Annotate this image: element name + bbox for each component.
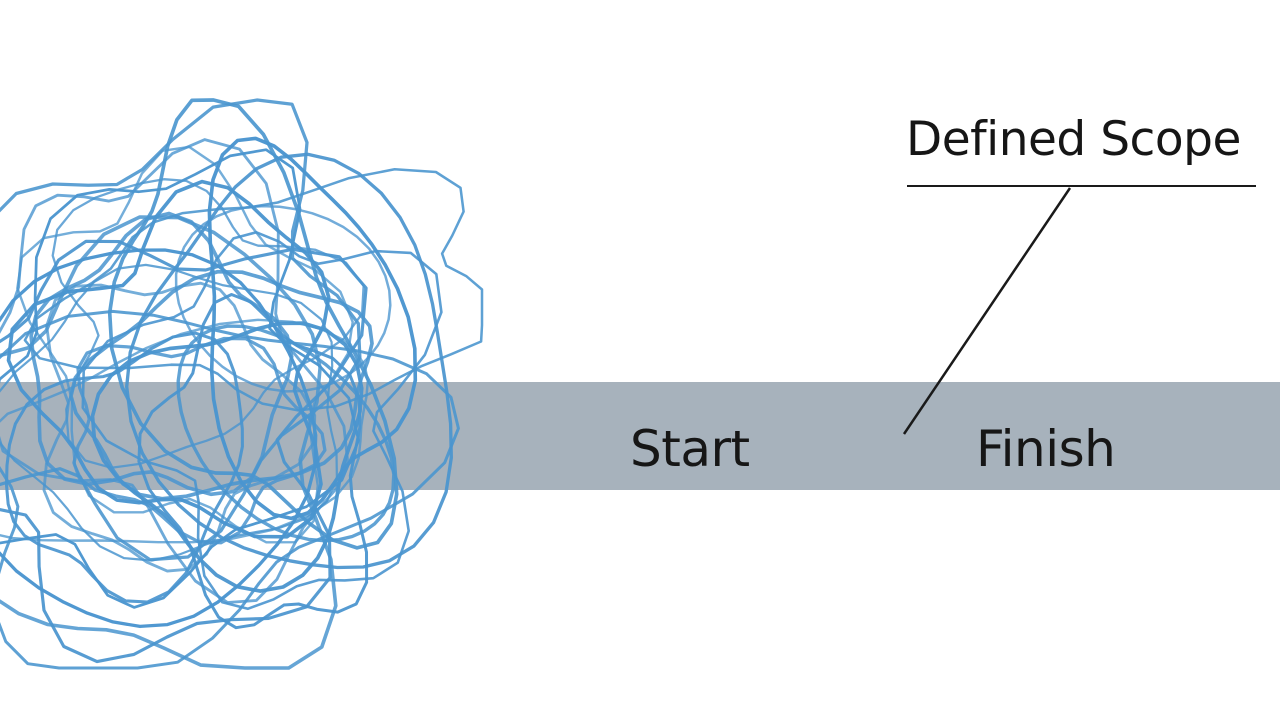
scribble-loop (125, 152, 453, 570)
scribble-loop (0, 215, 338, 670)
scribble-loop (6, 179, 331, 539)
scribble-loop (176, 324, 396, 543)
start-label: Start (630, 420, 750, 478)
scribble-loop (207, 136, 418, 521)
scribble-loop (0, 98, 362, 562)
scribble-loop (0, 138, 350, 604)
scribble-loop (29, 211, 294, 497)
scribble-loop (0, 148, 360, 609)
scope-pointer-line (902, 187, 1072, 435)
scribble-loop (69, 269, 374, 501)
scribble-loop (174, 204, 392, 393)
scribble-loop (0, 309, 460, 670)
scribble-loop (4, 331, 244, 604)
defined-scope-label: Defined Scope (906, 112, 1241, 167)
finish-label: Finish (976, 420, 1116, 478)
scribble-loop (0, 318, 370, 544)
scribble-loop (0, 239, 368, 664)
scribble-loop (72, 336, 327, 545)
